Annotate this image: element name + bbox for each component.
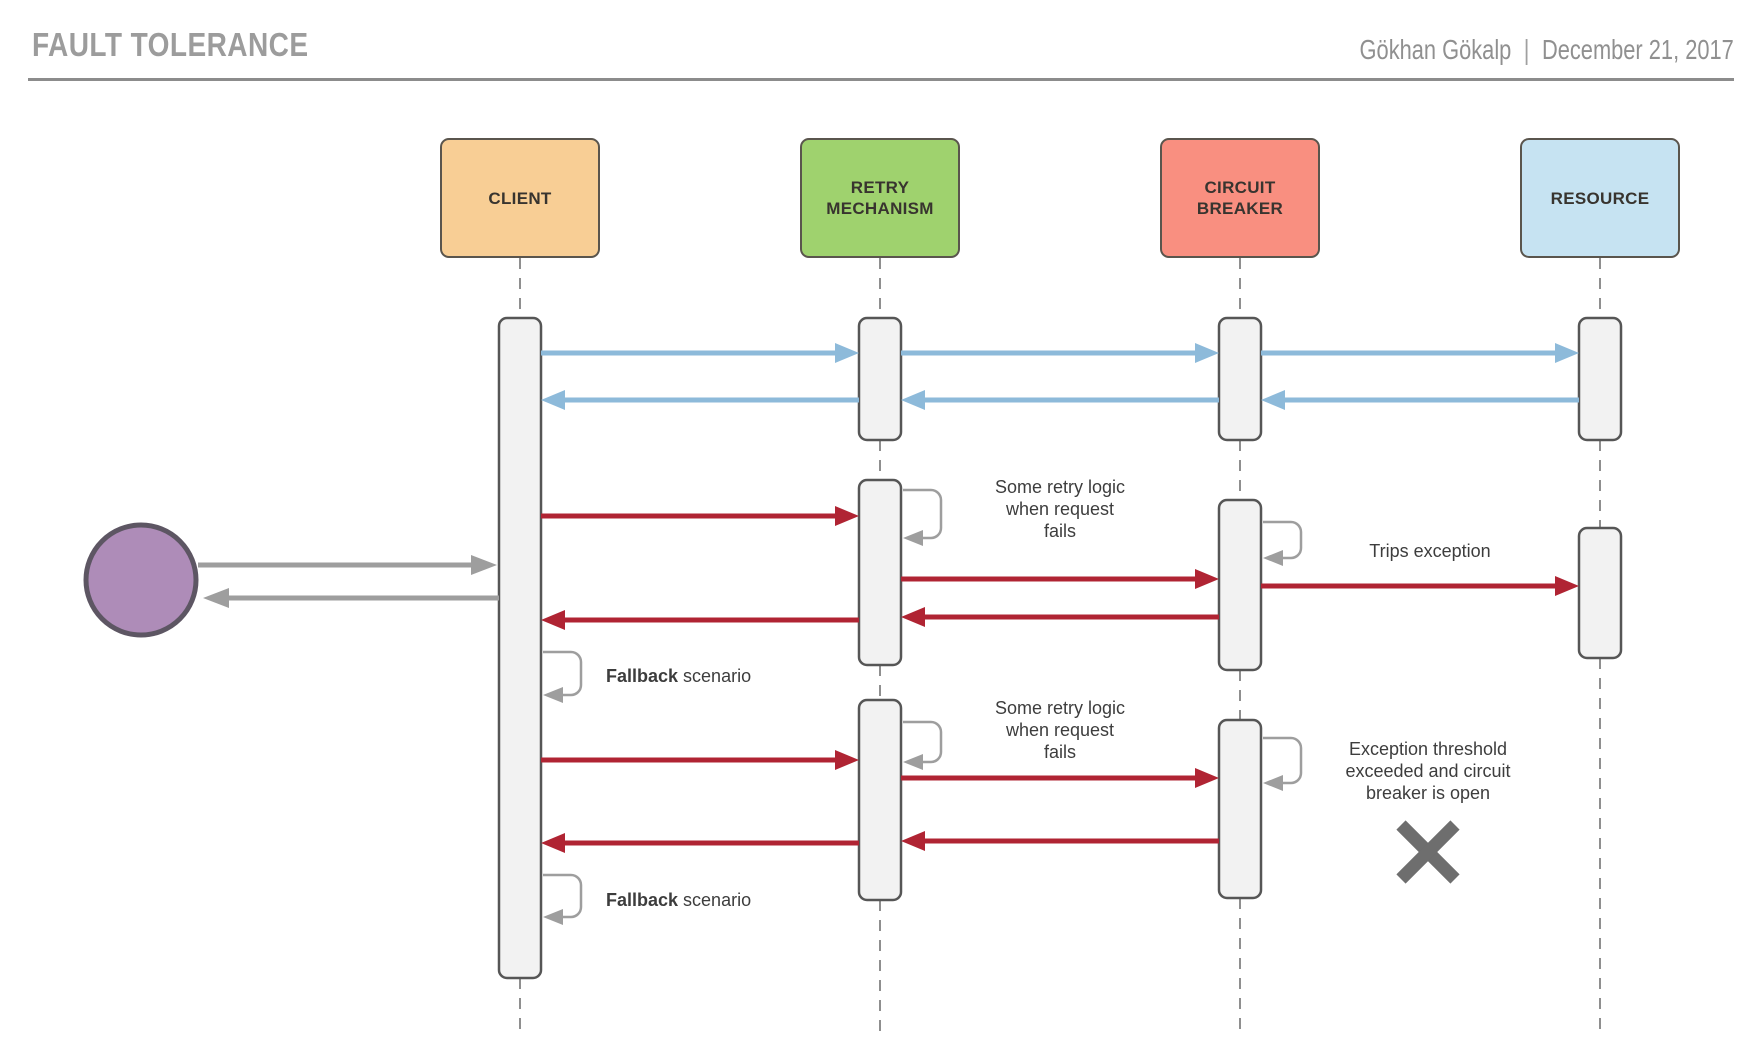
activation-bar-resource-2 [1577, 526, 1623, 660]
arrowhead-icon [901, 831, 925, 851]
activation-bar-resource-1 [1577, 316, 1623, 442]
actor-label-retry-mechanism: RETRY MECHANISM [826, 178, 934, 218]
lifelines [519, 258, 1601, 1038]
arrowhead-icon [541, 833, 565, 853]
failure-flow-2-arrowheads [541, 750, 1219, 853]
activation-bar-client [497, 316, 543, 980]
arrowhead-icon [901, 607, 925, 627]
retry-self-loop-2 [903, 720, 943, 764]
activation-bar-circuit-2 [1217, 498, 1263, 672]
user-response-arrowhead-icon [203, 588, 229, 608]
arrowhead-icon [1555, 576, 1579, 596]
arrowhead-icon [541, 610, 565, 630]
failure-x-icon [1396, 820, 1460, 884]
arrowhead-icon [1195, 343, 1219, 363]
note-fallback-scenario-1: Fallback scenario [606, 666, 752, 686]
circuit-self-loop-1 [1263, 520, 1303, 560]
arrowhead-icon [901, 390, 925, 410]
header-divider [28, 78, 1734, 81]
arrowhead-icon [1263, 775, 1283, 791]
circuit-self-loop-2 [1263, 736, 1303, 785]
success-flow-arrowheads [541, 343, 1579, 410]
note-retry-logic-1: Some retry logic when request fails [994, 477, 1126, 541]
activation-bar-retry-3 [857, 698, 903, 902]
arrowhead-icon [1261, 390, 1285, 410]
user-request-arrowhead-icon [471, 555, 497, 575]
arrowhead-icon [903, 754, 923, 770]
failure-flow-2-arrows [541, 757, 1219, 846]
failure-flow-1-arrowheads [541, 506, 1579, 630]
page-title: FAULT TOLERANCE [32, 26, 309, 63]
diagram-date: December 21, 2017 [1542, 34, 1734, 65]
arrowhead-icon [835, 750, 859, 770]
arrowhead-icon [541, 390, 565, 410]
activation-bar-retry-1 [857, 316, 903, 442]
self-loop-arrowheads [543, 530, 1283, 925]
activation-bars [497, 316, 1623, 980]
author-name: Gökhan Gökalp [1359, 34, 1512, 65]
client-fallback-loop-2 [543, 873, 583, 919]
note-trips-exception: Trips exception [1369, 541, 1491, 561]
arrowhead-icon [1195, 768, 1219, 788]
actor-box-circuit-breaker: CIRCUIT BREAKER [1160, 138, 1320, 258]
user-actor-icon [83, 522, 199, 638]
header-separator: | [1524, 34, 1530, 65]
arrowhead-icon [1263, 550, 1283, 566]
actor-label-resource: RESOURCE [1550, 188, 1650, 208]
arrowhead-icon [835, 506, 859, 526]
arrowhead-icon [1555, 343, 1579, 363]
actor-label-circuit-breaker: CIRCUIT BREAKER [1196, 178, 1284, 218]
arrowhead-icon [835, 343, 859, 363]
actor-box-retry-mechanism: RETRY MECHANISM [800, 138, 960, 258]
activation-bar-retry-2 [857, 478, 903, 667]
arrowhead-icon [543, 909, 563, 925]
note-retry-logic-2: Some retry logic when request fails [994, 698, 1126, 762]
actor-box-client: CLIENT [440, 138, 600, 258]
arrowhead-icon [1195, 569, 1219, 589]
arrowhead-icon [543, 687, 563, 703]
note-fallback-scenario-2: Fallback scenario [606, 890, 752, 910]
failure-flow-1-arrows [541, 513, 1556, 623]
activation-bar-circuit-3 [1217, 718, 1263, 900]
retry-self-loop-1 [903, 488, 943, 540]
self-loops [543, 488, 1303, 919]
actor-label-client: CLIENT [488, 188, 552, 208]
header-meta: Gökhan Gökalp | December 21, 2017 [1360, 34, 1734, 66]
note-exception-threshold: Exception threshold exceeded and circuit… [1345, 739, 1511, 803]
client-fallback-loop-1 [543, 650, 583, 697]
actor-box-resource: RESOURCE [1520, 138, 1680, 258]
success-flow-arrows [541, 350, 1579, 403]
user-call-arrows [198, 555, 499, 608]
activation-bar-circuit-1 [1217, 316, 1263, 442]
arrowhead-icon [903, 530, 923, 546]
